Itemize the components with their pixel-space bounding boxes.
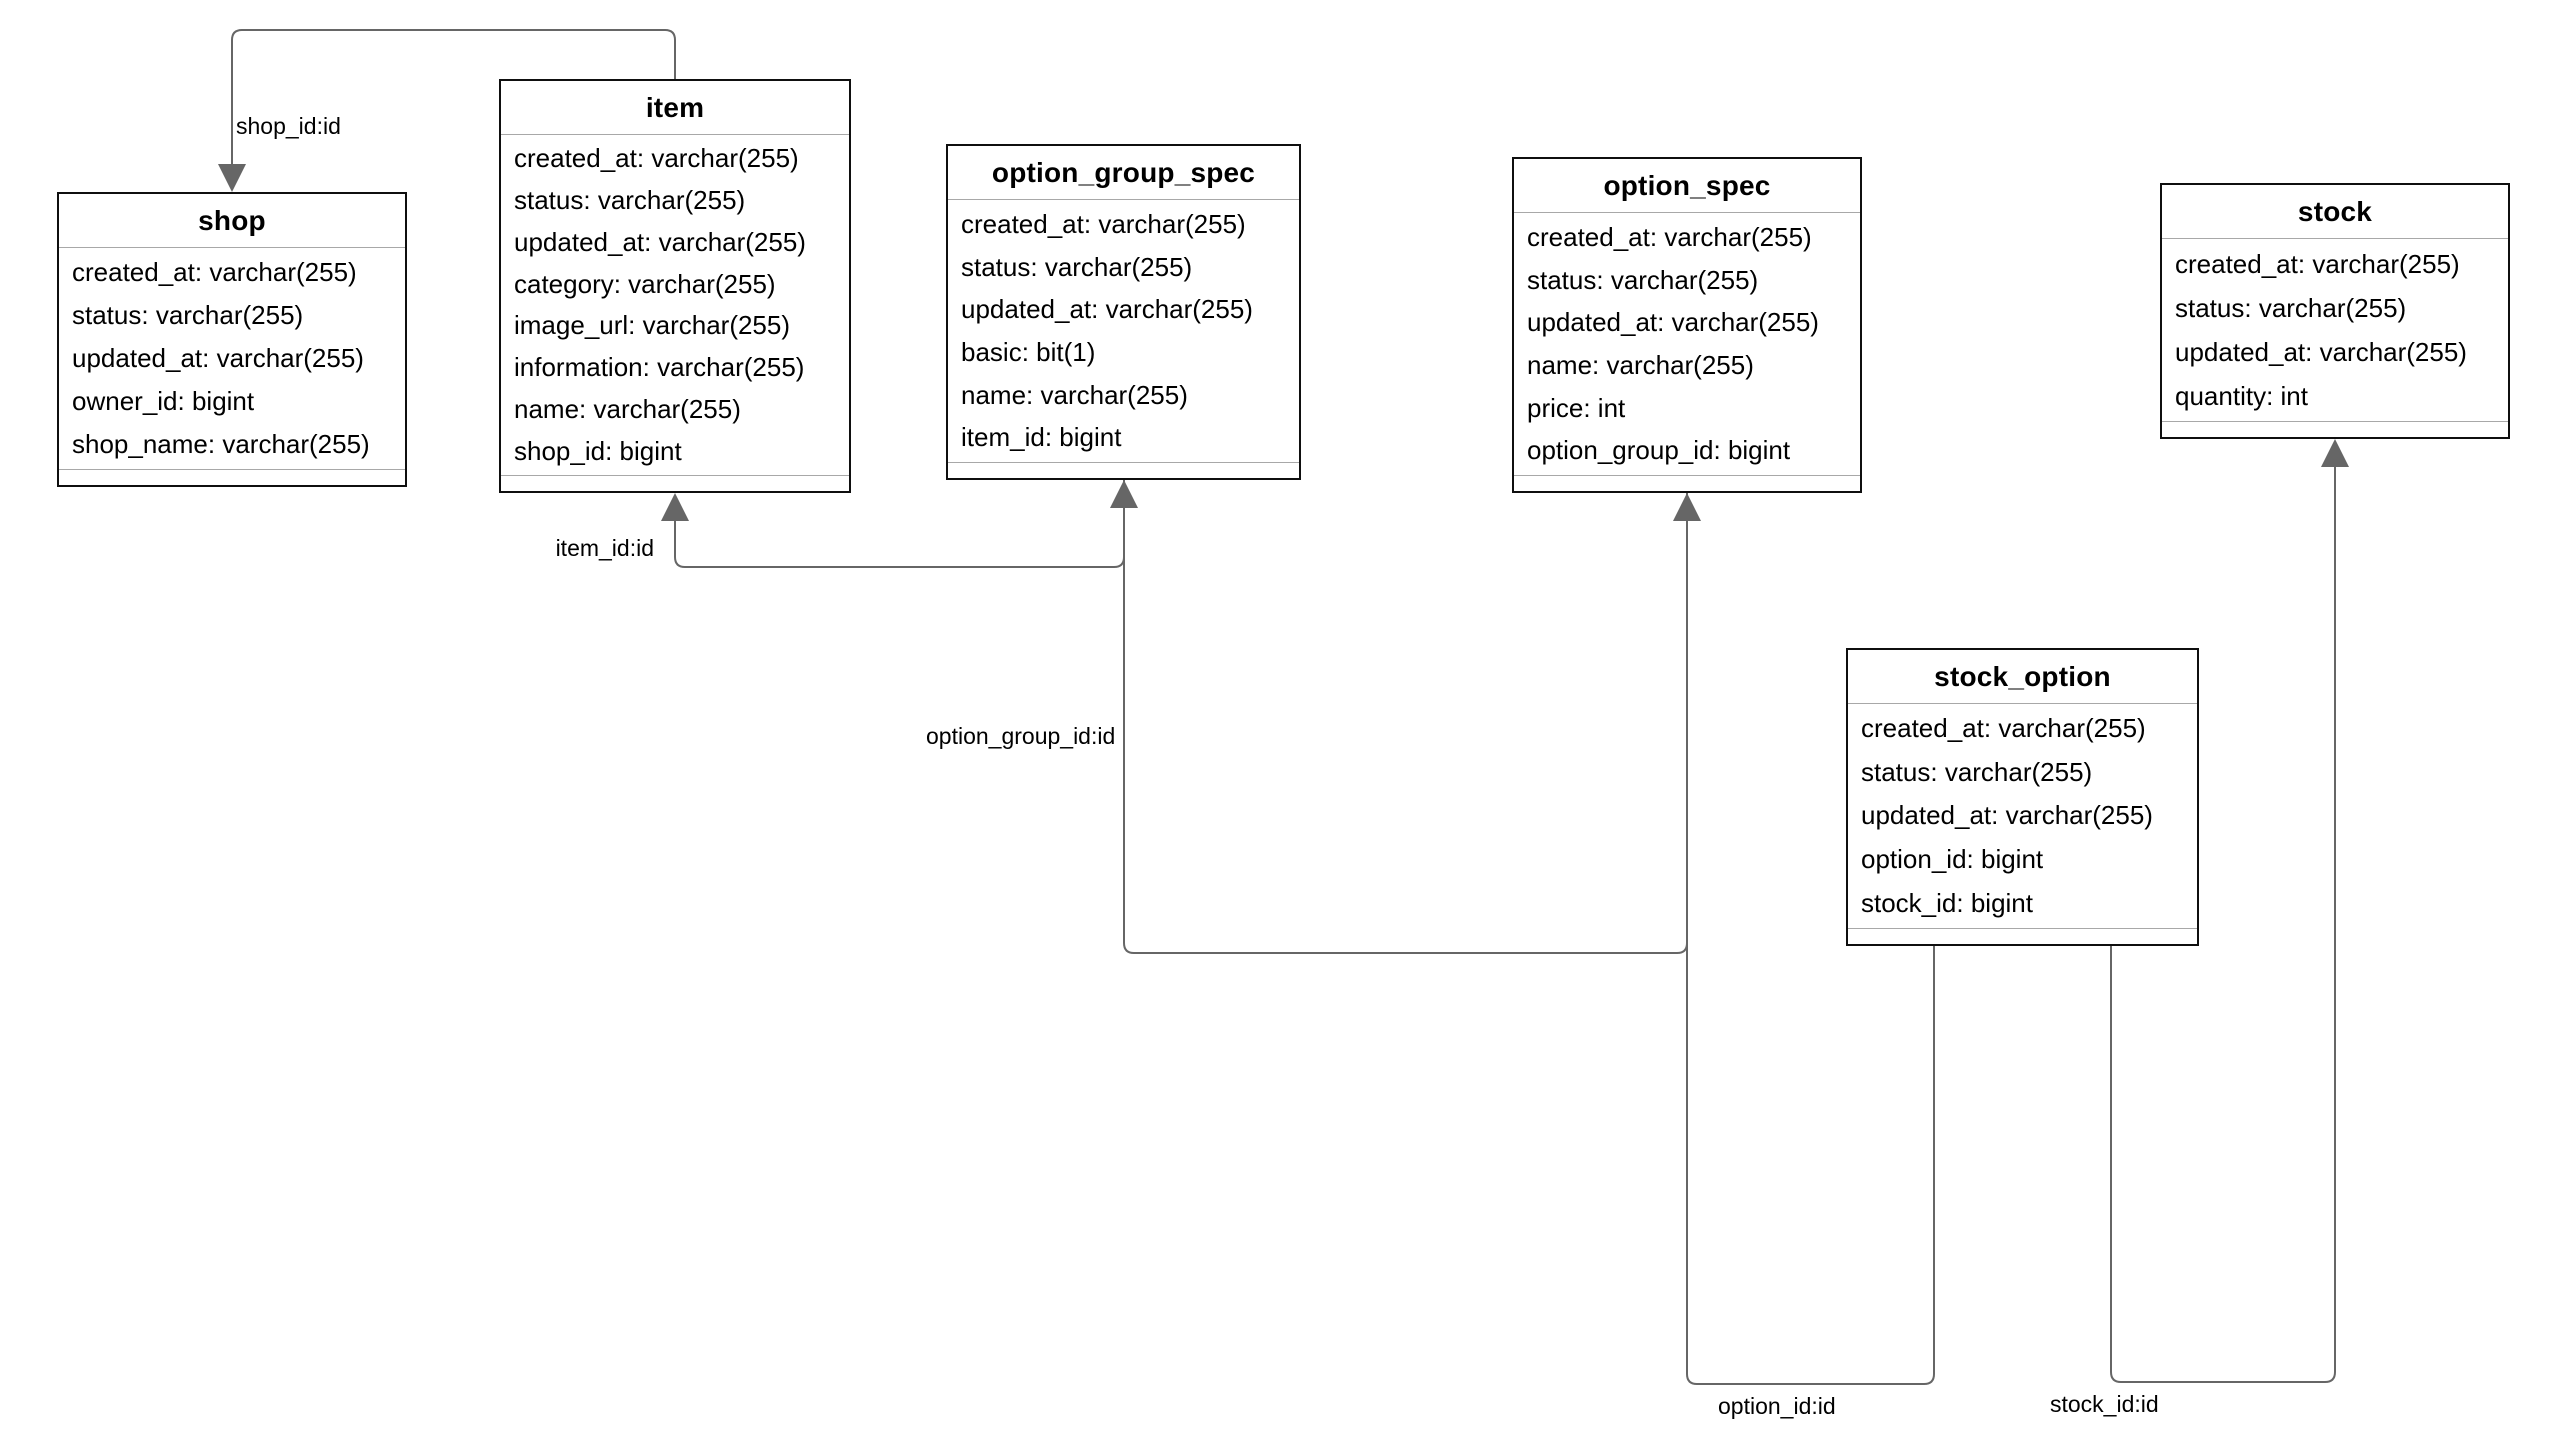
table-footer	[2162, 421, 2508, 437]
edge-option-group-id[interactable]	[1110, 480, 1688, 954]
edge-label-item-id: item_id:id	[540, 534, 654, 562]
table-field-row: status: varchar(255)	[961, 251, 1193, 282]
edge-item-id[interactable]	[661, 480, 1125, 568]
table-field-row: owner_id: bigint	[72, 386, 255, 416]
table-fields: created_at: varchar(255) status: varchar(…	[501, 135, 849, 475]
edge-label-stock-id: stock_id:id	[2050, 1390, 2159, 1418]
table-fields: created_at: varchar(255) status: varchar(…	[59, 248, 405, 469]
table-field-row: image_url: varchar(255)	[514, 310, 791, 341]
table-field-row: name: varchar(255)	[1527, 349, 1754, 380]
edge-shop-id[interactable]	[218, 29, 676, 192]
table-field-row: option_id: bigint	[1861, 844, 2044, 875]
table-field-row: status: varchar(255)	[1861, 756, 2093, 787]
edge-label-option-group-id: option_group_id:id	[926, 722, 1116, 750]
table-option-group-spec[interactable]: option_group_spec created_at: varchar(25…	[946, 144, 1301, 480]
table-footer	[501, 475, 849, 491]
table-option-spec[interactable]: option_spec created_at: varchar(255) stat…	[1512, 157, 1862, 493]
table-field-row: basic: bit(1)	[961, 336, 1096, 367]
edge-label-shop-id: shop_id:id	[236, 112, 341, 140]
table-item[interactable]: item created_at: varchar(255) status: var…	[499, 79, 851, 493]
table-field-row: information: varchar(255)	[514, 352, 805, 383]
table-field-row: name: varchar(255)	[961, 379, 1188, 410]
table-title: item	[501, 81, 849, 135]
table-footer	[1514, 475, 1860, 491]
table-title: shop	[59, 194, 405, 248]
table-field-row: name: varchar(255)	[514, 393, 741, 424]
table-field-row: created_at: varchar(255)	[514, 143, 799, 174]
table-field-row: created_at: varchar(255)	[961, 208, 1246, 239]
table-footer	[1848, 928, 2197, 944]
arrowhead-into-item	[661, 493, 689, 521]
table-field-row: created_at: varchar(255)	[1527, 221, 1812, 252]
edge-option-id[interactable]	[1673, 493, 1935, 1385]
table-field-row: created_at: varchar(255)	[1861, 713, 2146, 744]
table-title: stock	[2162, 185, 2508, 239]
edge-stock-id[interactable]	[2110, 439, 2349, 1383]
table-field-row: category: varchar(255)	[514, 268, 776, 299]
table-field-row: quantity: int	[2175, 380, 2308, 411]
table-field-row: updated_at: varchar(255)	[1861, 800, 2153, 831]
table-field-row: updated_at: varchar(255)	[514, 226, 806, 257]
table-fields: created_at: varchar(255) status: varchar(…	[1514, 213, 1860, 475]
table-field-row: shop_name: varchar(255)	[72, 429, 370, 459]
table-field-row: status: varchar(255)	[2175, 292, 2407, 323]
table-field-row: created_at: varchar(255)	[2175, 248, 2460, 279]
table-footer	[59, 469, 405, 485]
table-field-row: updated_at: varchar(255)	[961, 294, 1253, 325]
edge-label-option-id: option_id:id	[1718, 1392, 1836, 1420]
table-shop[interactable]: shop created_at: varchar(255) status: var…	[57, 192, 407, 487]
table-field-row: status: varchar(255)	[72, 300, 304, 330]
arrowhead-into-shop	[218, 164, 246, 192]
table-fields: created_at: varchar(255) status: varchar(…	[1848, 704, 2197, 928]
table-stock[interactable]: stock created_at: varchar(255) status: va…	[2160, 183, 2510, 439]
table-title: stock_option	[1848, 650, 2197, 704]
table-field-row: price: int	[1527, 392, 1626, 423]
table-field-row: updated_at: varchar(255)	[1527, 307, 1819, 338]
table-field-row: updated_at: varchar(255)	[2175, 336, 2467, 367]
arrowhead-into-option-spec	[1673, 493, 1701, 521]
table-field-row: shop_id: bigint	[514, 435, 682, 466]
table-field-row: status: varchar(255)	[514, 185, 746, 216]
table-field-row: item_id: bigint	[961, 422, 1122, 453]
arrowhead-into-stock	[2321, 439, 2349, 467]
table-footer	[948, 462, 1299, 478]
table-field-row: status: varchar(255)	[1527, 264, 1759, 295]
table-title: option_group_spec	[948, 146, 1299, 200]
table-field-row: created_at: varchar(255)	[72, 257, 357, 287]
arrowhead-into-option-group-spec	[1110, 480, 1138, 508]
table-stock-option[interactable]: stock_option created_at: varchar(255) sta…	[1846, 648, 2199, 946]
table-fields: created_at: varchar(255) status: varchar(…	[2162, 239, 2508, 421]
table-title: option_spec	[1514, 159, 1860, 213]
table-field-row: stock_id: bigint	[1861, 887, 2033, 918]
table-fields: created_at: varchar(255) status: varchar(…	[948, 200, 1299, 462]
table-field-row: option_group_id: bigint	[1527, 435, 1791, 466]
table-field-row: updated_at: varchar(255)	[72, 343, 364, 373]
